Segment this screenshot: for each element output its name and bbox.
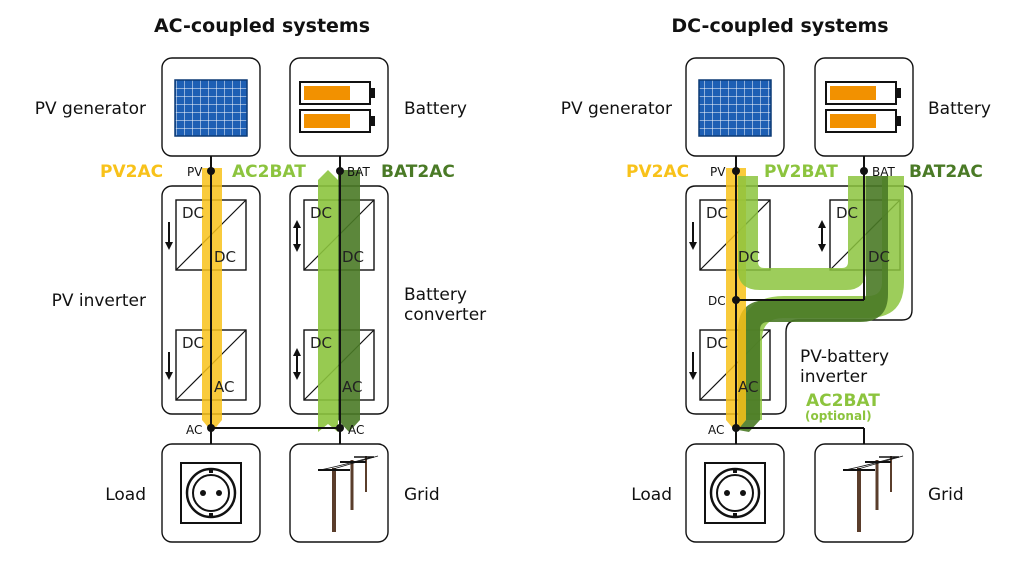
left-battery-converter-label-1: Battery	[404, 285, 467, 305]
right-node-ac: AC	[708, 423, 724, 437]
left-flow-label-bat2ac: BAT2AC	[381, 162, 455, 182]
left-load-label: Load	[105, 485, 146, 505]
left-bidirectional-arrow-icon-2	[293, 348, 301, 380]
left-node-bat: BAT	[347, 165, 371, 179]
left-title: AC-coupled systems	[154, 15, 370, 37]
left-battery-icon	[299, 81, 375, 133]
left-flow-label-ac2bat: AC2BAT	[232, 162, 306, 182]
left-flow-label-pv2ac: PV2AC	[100, 162, 163, 182]
left-socket-icon	[180, 462, 242, 524]
left-conv-label: DC	[182, 204, 204, 222]
right-grid-label: Grid	[928, 485, 964, 505]
right-flow-label-bat2ac: BAT2AC	[909, 162, 983, 182]
right-conv-label: DC	[738, 248, 760, 266]
right-inverter-label-2: inverter	[800, 367, 867, 387]
left-conv-label: DC	[342, 248, 364, 266]
right-flow-bat2ac	[738, 176, 888, 432]
left-flow-bat2ac	[338, 170, 360, 432]
left-battery-label: Battery	[404, 99, 467, 119]
right-flow-ac2bat-optional	[740, 176, 904, 420]
right-solar-panel-icon	[698, 79, 772, 137]
right-battery-label: Battery	[928, 99, 991, 119]
right-socket-icon	[704, 462, 766, 524]
right-down-arrow-icon-2	[689, 352, 697, 380]
left-node-ac-2: AC	[348, 423, 364, 437]
right-flow-label-ac2bat: AC2BAT	[806, 391, 880, 411]
right-flow-label-pv2bat: PV2BAT	[764, 162, 838, 182]
right-grid-box	[814, 443, 914, 543]
left-conv-label: DC	[182, 334, 204, 352]
right-title: DC-coupled systems	[671, 15, 888, 37]
right-node-dc: DC	[708, 294, 726, 308]
left-pylon-icon	[318, 455, 379, 532]
right-conv-label: DC	[868, 248, 890, 266]
right-conv-label: DC	[836, 204, 858, 222]
left-battery-converter-label-2: converter	[404, 305, 486, 325]
left-node-ac: AC	[186, 423, 202, 437]
left-conv-label: DC	[310, 204, 332, 222]
left-flow-ac2bat	[318, 170, 338, 432]
left-grid-label: Grid	[404, 485, 440, 505]
left-conv-label: AC	[342, 378, 362, 396]
right-battery-icon	[825, 81, 901, 133]
left-solar-panel-icon	[174, 79, 248, 137]
left-node-pv: PV	[187, 165, 203, 179]
right-flow-label-pv2ac: PV2AC	[626, 162, 689, 182]
right-battery-box	[814, 57, 914, 157]
left-conv-label: DC	[214, 248, 236, 266]
left-pv-inverter-label: PV inverter	[52, 291, 146, 311]
left-conv-label: AC	[214, 378, 234, 396]
left-down-arrow-icon-2	[165, 352, 173, 380]
right-conv-label: DC	[706, 334, 728, 352]
left-down-arrow-icon	[165, 222, 173, 250]
left-pv-generator-label: PV generator	[35, 99, 146, 119]
right-pylon-icon	[843, 455, 904, 532]
right-down-arrow-icon	[689, 222, 697, 250]
right-conv-label: AC	[738, 378, 758, 396]
right-conv-label: DC	[706, 204, 728, 222]
right-load-label: Load	[631, 485, 672, 505]
right-flow-pv2bat	[738, 176, 866, 290]
left-bidirectional-arrow-icon	[293, 220, 301, 252]
left-conv-label: DC	[310, 334, 332, 352]
left-grid-box	[289, 443, 389, 543]
left-battery-box	[289, 57, 389, 157]
right-node-pv: PV	[710, 165, 726, 179]
right-node-bat: BAT	[872, 165, 896, 179]
right-bidirectional-arrow-icon	[818, 220, 826, 252]
right-inverter-label-1: PV-battery	[800, 347, 889, 367]
right-flow-label-optional: (optional)	[805, 409, 872, 423]
right-pv-generator-label: PV generator	[561, 99, 672, 119]
